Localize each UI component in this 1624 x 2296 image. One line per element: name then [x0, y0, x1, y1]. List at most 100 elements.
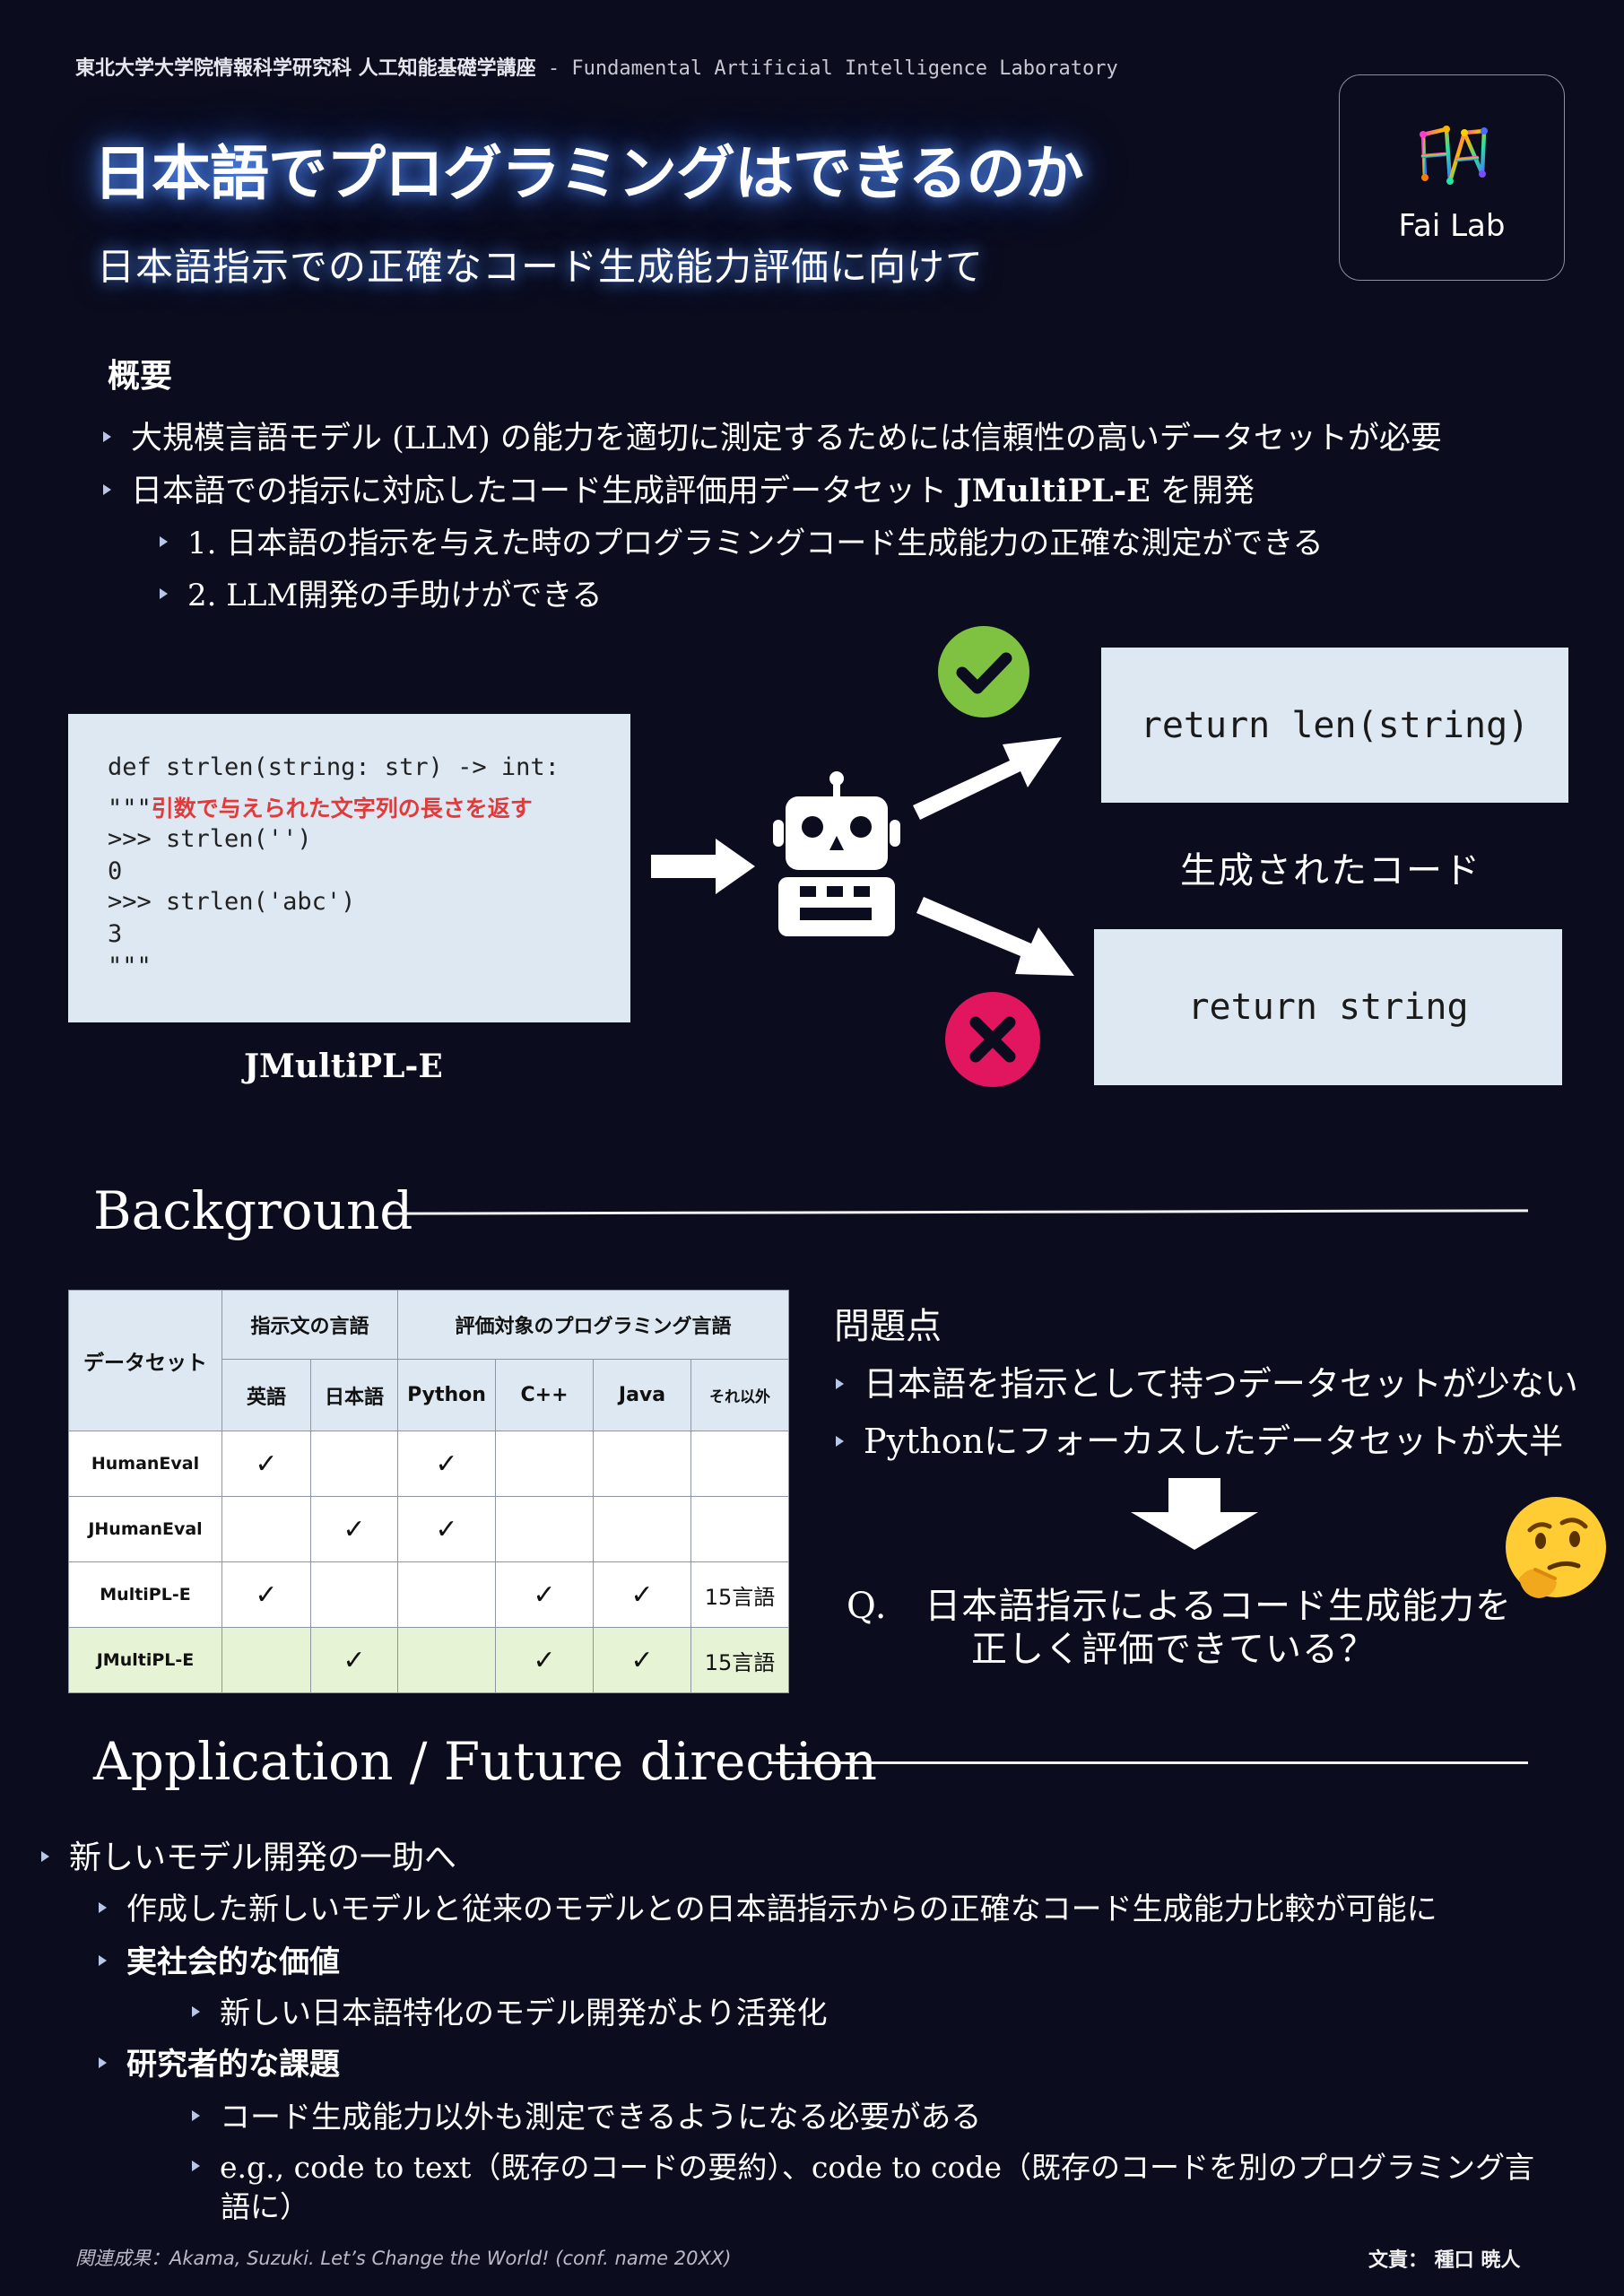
app-item-l3c-cont: 語に） [221, 2189, 309, 2224]
table-cell [310, 1431, 398, 1497]
lab-logo: Fai Lab [1339, 74, 1565, 281]
table-col-header: 日本語 [310, 1359, 398, 1431]
related-work: 関連成果：Akama, Suzuki. Let’s Change the Wor… [75, 2248, 732, 2269]
app-item-l2b: 実社会的な価値 [99, 1937, 340, 1981]
thinking-face-icon [1506, 1497, 1606, 1598]
table-cell [397, 1561, 496, 1628]
affiliation: 東北大学大学院情報科学研究科 人工知能基礎学講座 - Fundamental A… [75, 52, 1118, 81]
table-cell: ✓ [397, 1431, 496, 1497]
overview-subitem-1: 1. 日本語の指示を与えた時のプログラミングコード生成能力の正確な測定ができる [160, 518, 1324, 562]
table-cell: ✓ [593, 1561, 691, 1628]
overview-item-2: 日本語での指示に対応したコード生成評価用データセット JMultiPL-E を開… [103, 465, 1255, 511]
table-cell [593, 1496, 691, 1562]
table-cell: ✓ [310, 1627, 398, 1693]
table-cell-name: JMultiPL-E [68, 1627, 222, 1693]
cross-icon [945, 992, 1040, 1087]
overview-heading: 概要 [108, 358, 173, 395]
table-row-highlighted: JMultiPL-E ✓ ✓ ✓ 15言語 [68, 1627, 789, 1693]
overview-subitem-2: 2. LLM開発の手助けができる [160, 570, 603, 614]
dataset-comparison-table: データセット 指示文の言語 評価対象のプログラミング言語 英語 日本語 Pyth… [68, 1289, 789, 1693]
author-credit: 文責： 種口 暁人 [1368, 2249, 1521, 2272]
bullet-icon [192, 2161, 200, 2171]
app-item-l1: 新しいモデル開発の一助へ [41, 1831, 456, 1878]
docstring-text: 引数で与えられた文字列の長さを返す [151, 796, 533, 822]
bullet-icon [160, 588, 168, 599]
overview-item-1: 大規模言語モデル (LLM) の能力を適切に測定するためには信頼性の高いデータセ… [103, 413, 1442, 458]
table-cell: 15言語 [690, 1561, 789, 1628]
table-cell [310, 1561, 398, 1628]
table-cell [221, 1627, 311, 1693]
table-cell [221, 1496, 311, 1562]
input-arrow-icon [651, 839, 755, 894]
table-cell [690, 1431, 789, 1497]
table-cell: ✓ [310, 1496, 398, 1562]
table-cell-name: MultiPL-E [68, 1561, 222, 1628]
table-cell: ✓ [495, 1627, 594, 1693]
table-cell: ✓ [495, 1561, 594, 1628]
app-item-l2a: 作成した新しいモデルと従来のモデルとの日本語指示からの正確なコード生成能力比較が… [99, 1884, 1437, 1928]
bullet-icon [99, 2057, 107, 2068]
code-line: >>> strlen('') [108, 825, 312, 853]
bullet-icon [192, 2006, 200, 2017]
table-cell [397, 1627, 496, 1693]
bullet-icon [192, 2110, 200, 2121]
problems-title: 問題点 [834, 1306, 942, 1347]
background-title: Background [93, 1180, 413, 1241]
code-line: def strlen(string: str) -> int: [108, 753, 560, 781]
bullet-icon [103, 483, 111, 495]
bullet-icon [99, 1902, 107, 1913]
table-cell: 15言語 [690, 1627, 789, 1693]
table-header-programming: 評価対象のプログラミング言語 [397, 1289, 789, 1361]
code-line: """ [108, 952, 152, 980]
app-item-l2c: 研究者的な課題 [99, 2039, 340, 2083]
bullet-icon [836, 1435, 844, 1447]
bullet-icon [99, 1954, 107, 1966]
check-icon [938, 626, 1029, 718]
bullet-icon [160, 536, 168, 547]
bullet-icon [836, 1378, 844, 1389]
code-line: 0 [108, 857, 123, 885]
problem-item-1: 日本語を指示として持つデータセットが少ない [836, 1356, 1578, 1405]
robot-icon [773, 771, 900, 936]
table-cell: ✓ [221, 1561, 311, 1628]
dataset-caption: JMultiPL-E [244, 1048, 443, 1085]
bullet-icon [41, 1851, 49, 1862]
table-header-instruction: 指示文の言語 [221, 1289, 398, 1361]
table-cell [495, 1496, 594, 1562]
table-row: MultiPL-E ✓ ✓ ✓ 15言語 [68, 1561, 789, 1628]
table-cell [593, 1431, 691, 1497]
correct-output-box: return len(string) [1101, 648, 1568, 803]
table-cell: ✓ [397, 1496, 496, 1562]
dataset-name-highlight: JMultiPL-E [957, 473, 1151, 509]
table-col-header: それ以外 [690, 1359, 789, 1431]
bullet-icon [103, 430, 111, 442]
table-row: HumanEval ✓ ✓ [68, 1431, 789, 1497]
table-col-header: Python [397, 1359, 496, 1431]
logo-text: Fai Lab [1398, 208, 1506, 244]
table-row: JHumanEval ✓ ✓ [68, 1496, 789, 1562]
question-prefix: Q. [847, 1586, 888, 1627]
table-col-header: Java [593, 1359, 691, 1431]
question-line-2: 正しく評価できている？ [971, 1629, 1376, 1670]
page-title: 日本語でプログラミングはできるのか [93, 139, 1084, 208]
table-header-dataset: データセット [68, 1290, 222, 1431]
affiliation-jp: 東北大学大学院情報科学研究科 人工知能基礎学講座 [75, 57, 536, 80]
table-cell-name: HumanEval [68, 1431, 222, 1497]
app-item-l3c: e.g., code to text（既存のコードの要約）、code to co… [192, 2144, 1534, 2187]
down-arrow-icon [1131, 1478, 1258, 1550]
question-line-1: Q. 日本語指示によるコード生成能力を [847, 1586, 1513, 1627]
table-cell: ✓ [593, 1627, 691, 1693]
app-item-l3a: 新しい日本語特化のモデル開発がより活発化 [192, 1988, 828, 2032]
table-cell [690, 1496, 789, 1562]
application-divider [769, 1761, 1528, 1764]
problem-item-2: Pythonにフォーカスしたデータセットが大半 [836, 1413, 1563, 1463]
code-line: 3 [108, 920, 123, 948]
app-item-l3b: コード生成能力以外も測定できるようになる必要がある [192, 2092, 981, 2136]
code-line: """引数で与えられた文字列の長さを返す [108, 795, 533, 822]
page-subtitle: 日本語指示での正確なコード生成能力評価に向けて [97, 245, 985, 289]
fai-logo-icon [1420, 126, 1488, 185]
table-cell: ✓ [221, 1431, 311, 1497]
code-prompt-box: def strlen(string: str) -> int: """引数で与え… [68, 714, 630, 1022]
arrow-up-right-icon [913, 737, 1062, 820]
table-cell-name: JHumanEval [68, 1496, 222, 1562]
